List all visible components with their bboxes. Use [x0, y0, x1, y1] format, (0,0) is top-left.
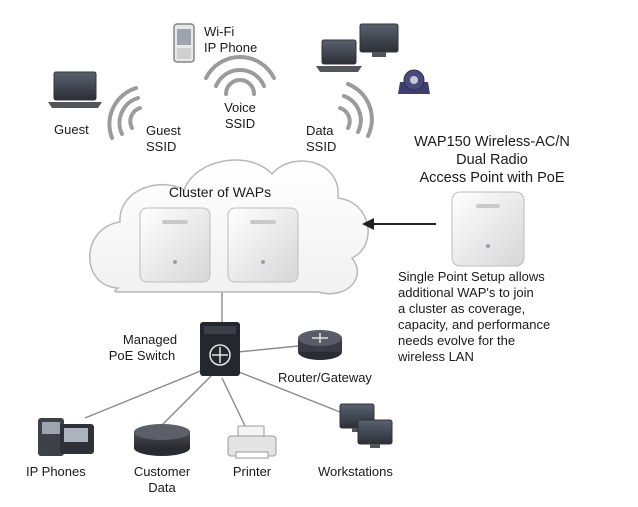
voice-ssid-label: Voice [224, 100, 256, 115]
switch-label: Managed [123, 332, 177, 347]
setup-note-line: needs evolve for the [398, 333, 515, 348]
router-icon [298, 330, 342, 360]
wap-status-light [173, 260, 177, 264]
poe-switch-icon [200, 322, 240, 376]
customer-data-icon [134, 424, 190, 456]
guest-wifi-waves-icon [107, 86, 142, 140]
line-switch-printer [221, 377, 247, 429]
wap-info-line-3: Access Point with PoE [419, 170, 564, 186]
wifi-phone-label-2: IP Phone [204, 40, 257, 55]
printer-label: Printer [233, 464, 272, 479]
setup-note: Single Point Setup allows additional WAP… [397, 269, 550, 364]
setup-note-line: additional WAP's to join [398, 285, 534, 300]
data-ssid-label: Data [306, 123, 334, 138]
connection-lines [84, 290, 341, 429]
guest-ssid-label-2: SSID [146, 139, 176, 154]
camera-icon [398, 69, 430, 94]
data-wifi-waves-icon [338, 82, 374, 138]
guest-label: Guest [54, 122, 89, 137]
line-switch-router [237, 345, 299, 353]
wap-status-light [486, 244, 490, 248]
line-switch-workstations [233, 369, 341, 413]
wap150-device [451, 191, 525, 267]
laptop-icon [48, 71, 102, 108]
customer-data-label-2: Data [148, 480, 176, 495]
voice-ssid-label-2: SSID [225, 116, 255, 131]
desktop-computer-icon [359, 23, 399, 57]
ip-phones-icon [38, 418, 94, 456]
wap-device-1 [139, 207, 211, 283]
workstations-label: Workstations [318, 464, 393, 479]
setup-note-line: a cluster as coverage, [398, 301, 525, 316]
ip-phones-label: IP Phones [26, 464, 86, 479]
cloud-title: Cluster of WAPs [169, 184, 271, 200]
switch-label-2: PoE Switch [109, 348, 175, 363]
wifi-phone-label: Wi-Fi [204, 24, 234, 39]
laptop-icon-2 [316, 39, 362, 72]
setup-note-line: Single Point Setup allows [398, 269, 545, 284]
guest-ssid-label: Guest [146, 123, 181, 138]
setup-note-line: capacity, and performance [398, 317, 550, 332]
wap-info-line-2: Dual Radio [456, 152, 528, 168]
setup-note-line: wireless LAN [397, 349, 474, 364]
customer-data-label: Customer [134, 464, 191, 479]
data-ssid-label-2: SSID [306, 139, 336, 154]
wap-info-title: WAP150 Wireless-AC/N [414, 134, 570, 150]
arrow-left-icon [362, 218, 436, 230]
router-label: Router/Gateway [278, 370, 372, 385]
line-switch-data [161, 374, 213, 426]
wifi-phone-icon [173, 23, 195, 63]
printer-icon [227, 425, 277, 459]
wap-status-light [261, 260, 265, 264]
workstations-icon [339, 403, 393, 448]
voice-wifi-waves-icon [204, 55, 276, 96]
wap-device-2 [227, 207, 299, 283]
line-switch-phones [84, 367, 209, 419]
